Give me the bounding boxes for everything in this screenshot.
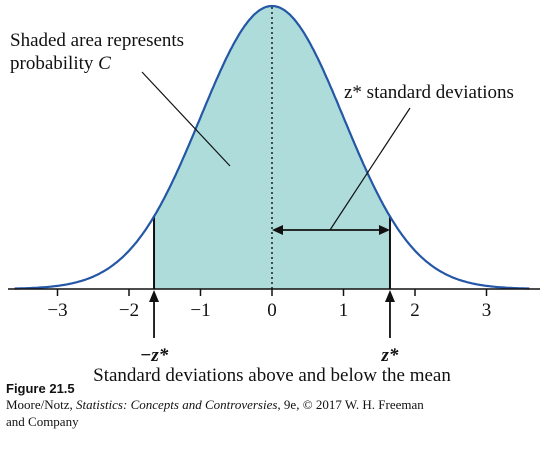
x-tick-label: 0 [267,300,277,321]
shaded-area-label-prefix: probability [10,53,98,74]
figure-credit-line1: Moore/Notz, Statistics: Concepts and Con… [6,396,536,413]
x-tick-label: −3 [47,300,67,321]
credit-suffix: , 9e, © 2017 W. H. Freeman [277,397,424,412]
x-tick-label: −1 [190,300,210,321]
neg-zstar-label: −z* [140,345,169,366]
zstar-span-arrowhead-left [272,225,283,235]
shaded-area-label-variable: C [98,53,111,74]
pos-zstar-pointer-arrowhead [384,290,395,302]
shaded-area-label-line2: probability C [10,53,111,74]
x-tick-label: 2 [410,300,420,321]
x-axis-ticks: −3 −2 −1 0 1 2 3 [47,289,491,321]
x-tick-label: 1 [339,300,349,321]
zstar-span-leader-line [329,107,411,231]
pos-zstar-label: z* [381,345,399,366]
shaded-area-leader-line [141,71,231,167]
figure-caption: Figure 21.5 Moore/Notz, Statistics: Conc… [6,381,536,430]
neg-zstar-pointer-arrowhead [149,290,160,302]
zstar-span-label: z* standard deviations [344,82,514,103]
x-axis-label: Standard deviations above and below the … [93,365,451,385]
x-tick-label: 3 [482,300,492,321]
figure-number: Figure 21.5 [6,381,75,396]
normal-curve-line [14,4,530,290]
shaded-area-label-line1: Shaded area represents [10,30,184,51]
x-tick-label: −2 [119,300,139,321]
credit-book-title: Statistics: Concepts and Controversies [76,397,278,412]
figure-credit-line2: and Company [6,414,79,429]
zstar-span-arrowhead-right [378,225,390,235]
credit-prefix: Moore/Notz, [6,397,77,412]
normal-curve-chart: −3 −2 −1 0 1 2 3 Shaded area represents probab… [8,4,540,385]
